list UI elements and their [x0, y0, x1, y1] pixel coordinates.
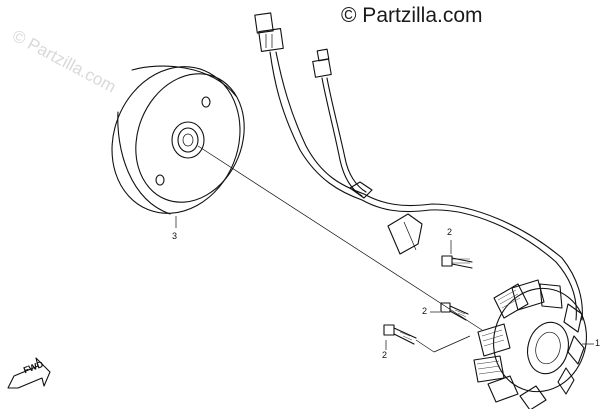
alignment-line — [197, 145, 483, 331]
bolt-upper — [441, 240, 473, 269]
bolt-middle — [430, 302, 469, 321]
flywheel-part — [111, 65, 245, 228]
callout-flywheel: 3 — [172, 231, 178, 241]
bolt-lower — [383, 324, 471, 353]
watermark-main: © Partzilla.com — [341, 4, 483, 27]
callout-bolt-lower: 2 — [382, 350, 388, 360]
wire-harness — [254, 12, 583, 321]
callout-bolt-middle: 2 — [422, 306, 428, 316]
callout-bolt-upper: 2 — [447, 227, 453, 237]
forward-arrow — [7, 357, 51, 389]
callout-stator: 1 — [595, 338, 601, 348]
stator-part — [473, 279, 594, 411]
